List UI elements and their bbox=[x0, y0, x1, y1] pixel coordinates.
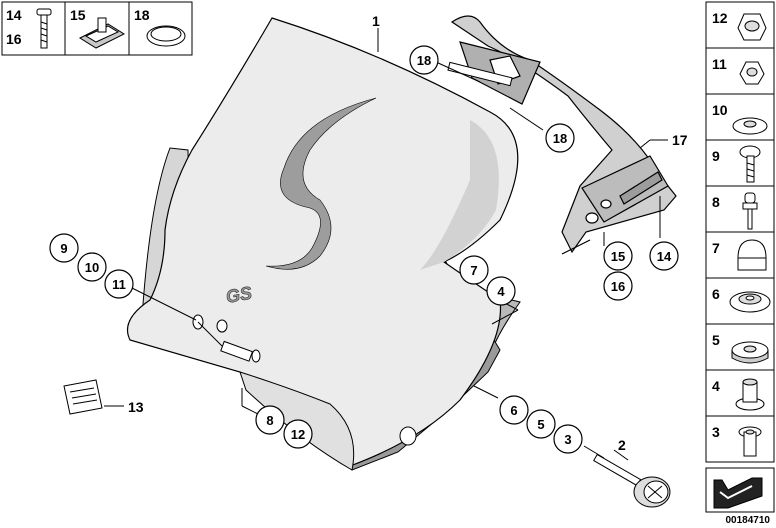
callout-bracket: 17 bbox=[672, 132, 688, 148]
grommet-icon bbox=[729, 291, 771, 313]
callout-10: 10 bbox=[85, 260, 99, 275]
callout-7: 7 bbox=[470, 263, 477, 278]
callout-6: 6 bbox=[510, 403, 517, 418]
legend-6-number: 6 bbox=[712, 286, 720, 302]
label-sticker bbox=[63, 379, 103, 415]
windshield-s-mark bbox=[265, 97, 377, 270]
adjuster-bolt bbox=[593, 453, 671, 508]
callout-windshield: 1 bbox=[372, 13, 380, 29]
callout-4: 4 bbox=[497, 284, 505, 299]
callout-14: 14 bbox=[657, 249, 672, 264]
hex-nut-icon bbox=[737, 13, 767, 41]
legend-18-number: 18 bbox=[134, 7, 150, 23]
legend-8-number: 8 bbox=[712, 194, 720, 210]
callout-12: 12 bbox=[291, 427, 305, 442]
windshield-logo: GS bbox=[224, 283, 253, 307]
windshield-bracket bbox=[450, 15, 677, 255]
callout-11: 11 bbox=[112, 277, 126, 292]
legend-12-number: 12 bbox=[712, 10, 728, 26]
callout-adjuster-bolt: 2 bbox=[618, 437, 626, 453]
legend-3-number: 3 bbox=[712, 424, 720, 440]
legend-14-number: 14 bbox=[6, 7, 22, 23]
collar-nut-icon bbox=[739, 61, 765, 85]
washer-icon bbox=[732, 117, 768, 135]
legend-4-number: 4 bbox=[712, 378, 720, 394]
catalog-number: 00184710 bbox=[725, 515, 771, 526]
legend-7-number: 7 bbox=[712, 240, 720, 256]
side-legend bbox=[705, 1, 775, 463]
callout-label: 13 bbox=[128, 399, 144, 415]
callout-5: 5 bbox=[537, 417, 544, 432]
callout-18-top: 18 bbox=[417, 53, 431, 68]
legend-16-number: 16 bbox=[6, 31, 22, 47]
legend-15-number: 15 bbox=[70, 7, 86, 23]
screw-icon bbox=[36, 8, 52, 49]
legend-10-number: 10 bbox=[712, 102, 728, 118]
callout-9: 9 bbox=[60, 241, 67, 256]
bolt-icon bbox=[742, 192, 758, 230]
callout-15: 15 bbox=[611, 249, 625, 264]
leader-lines bbox=[104, 28, 668, 461]
callout-16: 16 bbox=[611, 279, 625, 294]
legend-11-number: 11 bbox=[712, 56, 727, 72]
callout-3: 3 bbox=[564, 432, 571, 447]
rubber-bushing-icon bbox=[731, 341, 769, 364]
callout-18-right: 18 bbox=[553, 131, 567, 146]
legend-9-number: 9 bbox=[712, 148, 720, 164]
cap-nut-icon bbox=[737, 239, 767, 271]
spacer-icon bbox=[738, 426, 762, 457]
clip-nut-icon bbox=[78, 17, 126, 49]
legend-5-number: 5 bbox=[712, 332, 720, 348]
spacer-sleeve-icon bbox=[735, 378, 765, 411]
screw-icon bbox=[739, 145, 761, 183]
callout-8: 8 bbox=[266, 413, 273, 428]
o-ring-icon bbox=[146, 25, 186, 47]
